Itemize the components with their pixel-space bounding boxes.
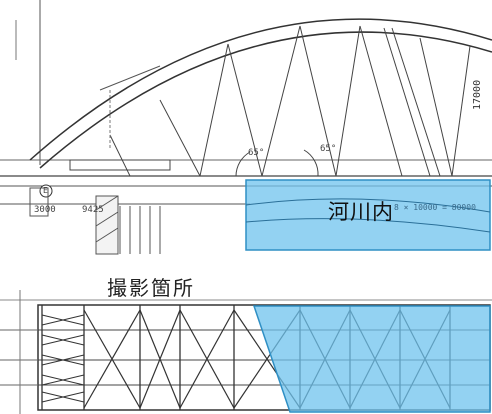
arch-rib-lower	[39, 31, 492, 169]
leader-line	[99, 65, 161, 91]
height-dimension: 17000	[472, 79, 483, 110]
marker-label: E	[43, 186, 48, 195]
foundation	[95, 195, 161, 255]
abutment	[29, 187, 49, 217]
river-line-2	[245, 218, 491, 233]
deck-segment	[69, 159, 171, 171]
arch-lattice	[109, 25, 471, 177]
river-line-1	[245, 198, 491, 213]
dimension-mid: 9425	[82, 205, 104, 215]
arch-rib-upper	[29, 18, 492, 161]
angle-left-label: 65°	[248, 148, 265, 158]
photo-location-label: 撮影箇所	[107, 276, 195, 300]
river-zone-highlight	[245, 179, 491, 251]
angle-arc-right	[303, 149, 319, 177]
photo-area-highlight	[252, 305, 491, 413]
dimension-right: 8 × 10000 = 80000	[394, 203, 476, 212]
angle-arc-left	[235, 151, 251, 177]
angle-right-label: 65°	[320, 144, 337, 154]
dimension-left: 3000	[34, 205, 56, 215]
river-zone-label: 河川内	[328, 200, 394, 224]
